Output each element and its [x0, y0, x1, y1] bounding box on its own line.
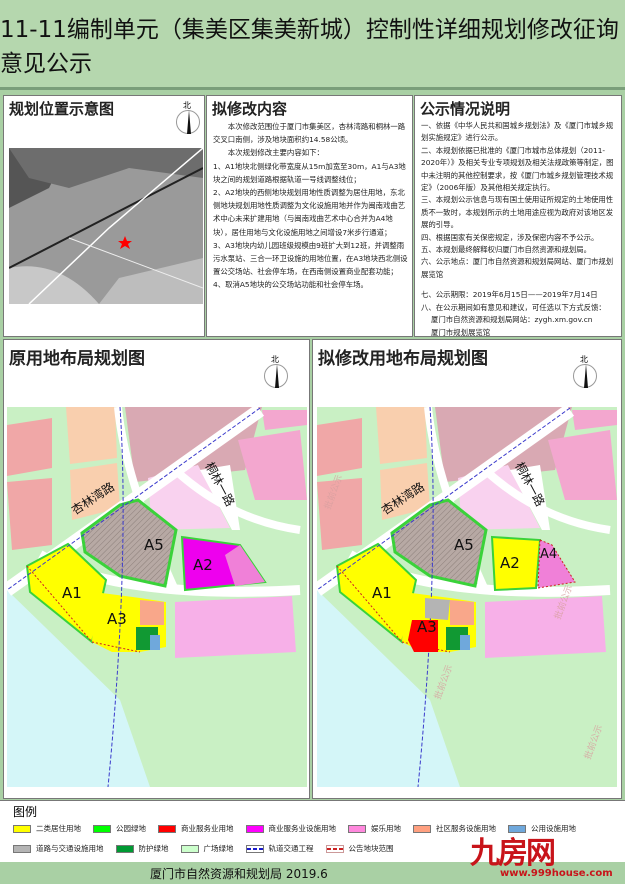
legend-swatch	[13, 844, 31, 853]
legend-label: 轨道交通工程	[268, 844, 314, 853]
legend-label: 公告地块范围	[348, 844, 394, 853]
changes-item: 1、A1地块北侧绿化带宽度从15m加宽至30m，A1与A3地块之间的规划道路根据…	[213, 161, 406, 184]
north-arrow-icon: 北	[174, 100, 202, 140]
legend-item: 商业服务业用地	[158, 823, 234, 834]
legend-row: 道路与交通设施用地 防护绿地 广场绿地 轨道交通工程 公告地块范围	[13, 843, 394, 854]
legend-item: 轨道交通工程	[245, 843, 314, 854]
footer-text: 厦门市自然资源和规划局 2019.6	[150, 867, 328, 881]
changes-item: 2、A2地块的西侧地块规划用地性质调整为居住用地，东北侧地块规划用地性质调整为文…	[213, 188, 406, 237]
plot-label: A5	[144, 536, 164, 554]
footer: 厦门市自然资源和规划局 2019.6	[0, 862, 625, 884]
commercial-plot	[408, 620, 438, 652]
legend-swatch	[180, 844, 199, 853]
legend-item: 道路与交通设施用地	[13, 843, 104, 854]
plot-label: A2	[193, 556, 213, 574]
changes-paragraph: 本次规划修改主要内容如下：	[227, 148, 324, 158]
legend-item: 广场绿地	[180, 843, 234, 854]
watermark-logo: 九房网	[470, 836, 556, 871]
legend: 图例 二类居住用地 公园绿地 商业服务业用地 商业服务业设施用地 娱乐用地 社区服务设施用…	[0, 800, 625, 862]
legend-item: 二类居住用地	[13, 823, 81, 834]
legend-label: 二类居住用地	[36, 824, 81, 833]
plot-label: A3	[107, 610, 127, 628]
legend-swatch	[245, 824, 264, 833]
legend-item: 商业服务业设施用地	[245, 823, 337, 834]
changes-item: 4、取消A5地块的公交场站功能和社会停车场。	[213, 280, 368, 290]
notice-item: 二、本规划依据已批准的《厦门市城市总体规划（2011-2020年）》及相关专业专…	[421, 145, 614, 193]
north-arrow-icon: 北	[571, 354, 599, 394]
original-map-heading: 原用地布局规划图	[9, 349, 145, 369]
legend-item: 公园绿地	[93, 823, 146, 834]
legend-item: 公告地块范围	[325, 843, 394, 854]
legend-swatch	[348, 824, 366, 833]
north-arrow-icon: 北	[262, 354, 290, 394]
plot-label: A2	[500, 554, 520, 572]
page-title: 11-11编制单元（集美区集美新城）控制性详细规划修改征询意见公示	[0, 0, 625, 90]
legend-label: 商业服务业用地	[181, 824, 234, 833]
notice-item: 三、本规划公示信息与现有国土使用证所规定的土地使用性质不一致时，本规划所示的土地…	[421, 195, 614, 230]
plot-label: A1	[62, 584, 82, 602]
legend-swatch	[93, 824, 111, 833]
plot-a4	[537, 539, 576, 589]
legend-label: 道路与交通设施用地	[36, 844, 104, 853]
legend-swatch	[245, 844, 264, 853]
legend-label: 公园绿地	[116, 824, 146, 833]
location-star-icon	[118, 236, 132, 249]
legend-label: 广场绿地	[203, 844, 234, 853]
legend-swatch	[413, 824, 431, 833]
legend-item: 防护绿地	[115, 843, 169, 854]
legend-swatch	[325, 844, 344, 853]
legend-item: 公用设施用地	[508, 823, 576, 834]
notice-item: 一、依据《中华人民共和国城乡规划法》及《厦门市城乡规划实施规定》进行公示。	[421, 121, 614, 143]
legend-label: 娱乐用地	[371, 824, 401, 833]
location-heading: 规划位置示意图	[9, 100, 115, 118]
notice-item: 七、公示期限：2019年6月15日——2019年7月14日	[421, 290, 598, 300]
notice-item: 五、本规划最终解释权归厦门市自然资源和规划局。	[421, 245, 591, 255]
plot-a2	[490, 535, 542, 592]
notice-item: 六、公示地点：厦门市自然资源和规划局网站、厦门市规划展览馆	[421, 257, 614, 279]
plot-label: A1	[372, 584, 392, 602]
legend-row: 二类居住用地 公园绿地 商业服务业用地 商业服务业设施用地 娱乐用地 社区服务设施用地 公用…	[13, 823, 576, 834]
watermark-url: www.999house.com	[500, 868, 613, 879]
notice-item: 厦门市规划展览馆	[431, 327, 491, 337]
location-panel: 规划位置示意图 北	[3, 95, 205, 337]
legend-item: 娱乐用地	[348, 823, 401, 834]
revised-map-heading: 拟修改用地布局规划图	[318, 349, 488, 369]
plot-label: A3	[417, 618, 437, 636]
legend-label: 公用设施用地	[531, 824, 576, 833]
plot-label: A4	[540, 547, 557, 562]
legend-swatch	[508, 824, 526, 833]
notice-heading: 公示情况说明	[420, 100, 511, 118]
plot-label: A5	[454, 536, 474, 554]
legend-swatch	[115, 844, 134, 853]
changes-item: 3、A3地块内幼儿园班级规模由9班扩大到12班，并调整雨污水泵站、三合一环卫设施…	[213, 240, 408, 277]
changes-heading: 拟修改内容	[212, 100, 288, 118]
legend-heading: 图例	[13, 805, 38, 819]
legend-label: 社区服务设施用地	[436, 824, 496, 833]
notice-item: 四、根据国家有关保密规定，涉及保密内容不予公示。	[421, 232, 599, 242]
legend-label: 商业服务业设施用地	[268, 824, 337, 833]
legend-label: 防护绿地	[138, 844, 169, 853]
legend-swatch	[158, 824, 176, 833]
legend-item: 社区服务设施用地	[413, 823, 496, 834]
legend-swatch	[13, 824, 31, 833]
changes-paragraph: 本次修改范围位于厦门市集美区，杏林湾路和桐林一路交叉口南侧，涉及地块面积约14.…	[213, 122, 406, 145]
notice-panel: 公示情况说明 一、依据《中华人民共和国城乡规划法》及《厦门市城乡规划实施规定》进…	[414, 95, 622, 337]
changes-panel: 拟修改内容 本次修改范围位于厦门市集美区，杏林湾路和桐林一路交叉口南侧，涉及地块…	[206, 95, 413, 337]
notice-link: 厦门市自然资源和规划局网站：zygh.xm.gov.cn	[431, 315, 593, 325]
notice-item: 八、在公示期间如有意见和建议，可任选以下方式反馈：	[421, 302, 606, 312]
location-map	[9, 148, 203, 304]
